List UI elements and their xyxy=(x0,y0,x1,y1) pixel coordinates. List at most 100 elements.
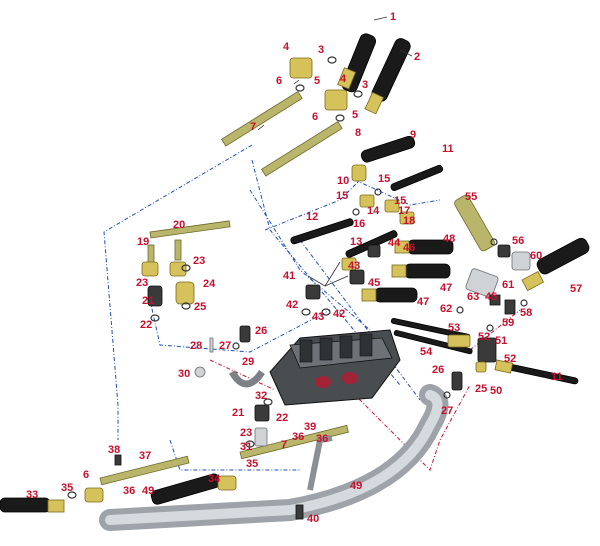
callout-25b: 25 xyxy=(475,383,487,395)
callout-24: 24 xyxy=(203,278,216,290)
callout-5: 5 xyxy=(314,75,320,87)
callout-36b: 36 xyxy=(316,433,328,445)
callout-10: 10 xyxy=(337,175,349,187)
callout-41: 41 xyxy=(283,270,295,282)
callout-63: 63 xyxy=(467,291,479,303)
callout-6c: 6 xyxy=(83,469,89,481)
tubes-7-8 xyxy=(221,91,343,177)
tube-assembly-19-20 xyxy=(147,220,231,266)
hoses-53-54 xyxy=(390,317,473,355)
callout-21: 21 xyxy=(142,295,154,307)
fittings-21-25 xyxy=(141,261,195,322)
fittings-26-27-right xyxy=(443,371,463,399)
callout-22: 22 xyxy=(140,319,152,331)
callout-17: 17 xyxy=(398,205,410,217)
callout-35: 35 xyxy=(61,482,73,494)
callout-51: 51 xyxy=(495,335,507,347)
callout-36c: 36 xyxy=(123,485,135,497)
callout-13: 13 xyxy=(350,236,362,248)
callout-15c: 15 xyxy=(394,195,406,207)
hose-2 xyxy=(364,38,411,115)
fittings-56-60 xyxy=(490,238,531,271)
callout-38: 38 xyxy=(108,444,120,456)
callout-35b: 35 xyxy=(246,458,258,470)
callout-49: 49 xyxy=(350,480,362,492)
callout-9: 9 xyxy=(410,129,416,141)
callout-4: 4 xyxy=(283,41,290,53)
callout-18: 18 xyxy=(403,215,415,227)
frame-49 xyxy=(99,384,449,531)
bracket-29 xyxy=(228,369,265,388)
callout-40: 40 xyxy=(307,513,319,525)
callout-37: 37 xyxy=(139,450,151,462)
block-61-63 xyxy=(456,268,528,315)
callout-11b: 11 xyxy=(551,371,563,383)
callout-23b: 23 xyxy=(136,277,148,289)
hose-9 xyxy=(351,135,416,182)
fittings-21-32 xyxy=(245,398,273,448)
callout-39: 39 xyxy=(304,421,316,433)
callout-59: 59 xyxy=(502,317,514,329)
callout-55: 55 xyxy=(465,191,477,203)
control-valve-body xyxy=(269,329,401,406)
callout-6b: 6 xyxy=(312,111,318,123)
callout-23c: 23 xyxy=(240,427,252,439)
callout-43: 43 xyxy=(348,260,360,272)
fittings-26-28-left xyxy=(194,325,251,378)
callout-33: 33 xyxy=(26,489,38,501)
callout-50: 50 xyxy=(490,385,502,397)
callout-labels: 1 2 3 4 5 6 7 4 3 5 6 8 9 11 10 15 15 14… xyxy=(26,11,582,525)
callout-43b: 43 xyxy=(312,311,324,323)
callout-19: 19 xyxy=(137,236,149,248)
callout-29: 29 xyxy=(242,356,254,368)
callout-46: 46 xyxy=(403,242,415,254)
callout-56: 56 xyxy=(512,235,524,247)
callout-45b: 45 xyxy=(485,291,497,303)
callout-3: 3 xyxy=(318,44,324,56)
callout-27: 27 xyxy=(219,340,231,352)
callout-31: 31 xyxy=(240,441,252,453)
callout-1: 1 xyxy=(390,11,396,23)
tube-36 xyxy=(99,424,349,486)
hose-11-upper xyxy=(390,164,444,191)
callout-57: 57 xyxy=(570,283,582,295)
callout-11: 11 xyxy=(442,143,454,155)
fittings-14-18 xyxy=(352,188,415,225)
callout-23: 23 xyxy=(193,255,205,267)
callout-2: 2 xyxy=(414,51,420,63)
callout-8: 8 xyxy=(355,127,361,139)
callout-36: 36 xyxy=(292,431,304,443)
tube-55 xyxy=(454,195,495,252)
callout-48: 48 xyxy=(443,233,455,245)
callout-44: 44 xyxy=(388,237,401,249)
callout-7: 7 xyxy=(250,121,256,133)
fittings-37-38 xyxy=(67,454,122,503)
hose-57 xyxy=(521,237,590,292)
callout-47b: 47 xyxy=(417,296,429,308)
callout-15: 15 xyxy=(378,173,390,185)
callout-5b: 5 xyxy=(352,109,358,121)
callout-34: 34 xyxy=(208,473,221,485)
callout-28: 28 xyxy=(190,340,202,352)
leader-lines xyxy=(257,16,413,287)
callout-53: 53 xyxy=(448,322,460,334)
elbow-fittings-4 xyxy=(289,56,363,122)
callout-52: 52 xyxy=(478,331,490,343)
callout-15b: 15 xyxy=(336,190,348,202)
callout-22b: 22 xyxy=(276,412,288,424)
callout-61: 61 xyxy=(502,279,514,291)
callout-49b: 49 xyxy=(142,485,154,497)
valve-50-52 xyxy=(475,324,497,373)
callout-45: 45 xyxy=(368,277,380,289)
callout-47: 47 xyxy=(440,282,452,294)
callout-14: 14 xyxy=(367,205,380,217)
callout-54: 54 xyxy=(420,346,433,358)
hose-33 xyxy=(0,497,65,513)
callout-26b: 26 xyxy=(432,364,444,376)
callout-3b: 3 xyxy=(362,79,368,91)
callout-26: 26 xyxy=(255,325,267,337)
bolt-40 xyxy=(295,504,304,520)
callout-4b: 4 xyxy=(340,73,347,85)
callout-60: 60 xyxy=(530,250,542,262)
